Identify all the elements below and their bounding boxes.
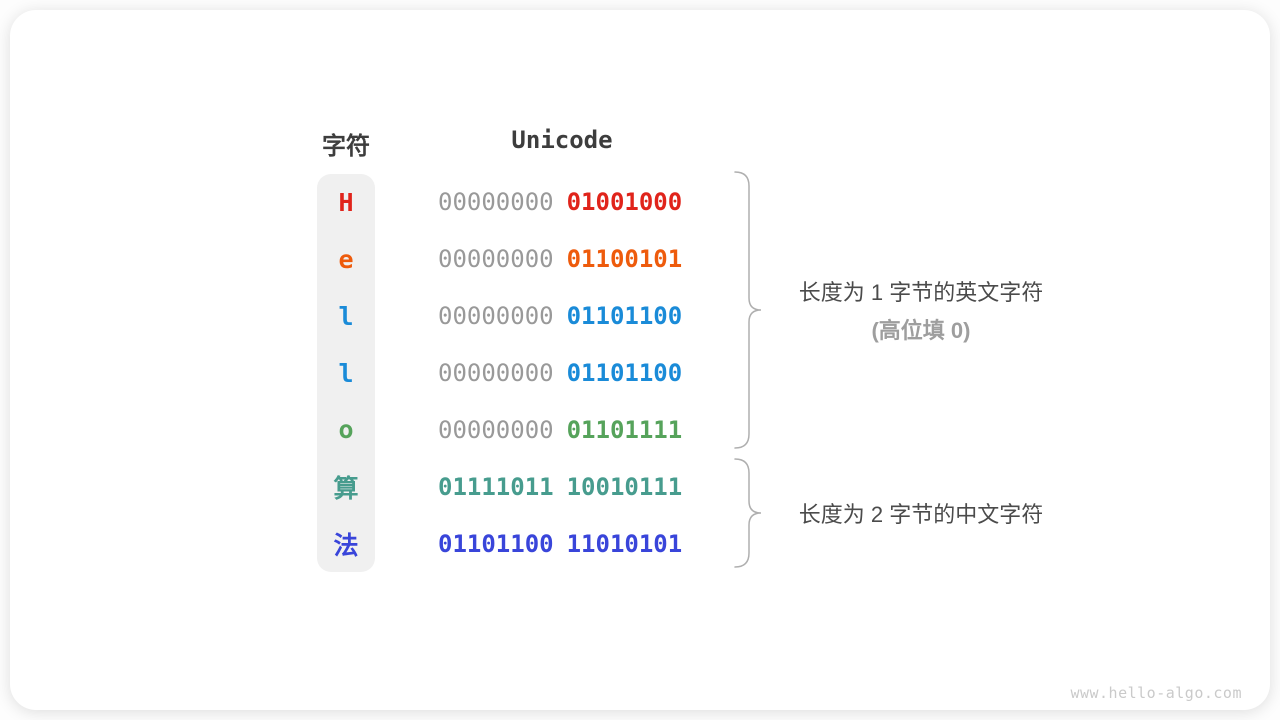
char-glyph: 算 bbox=[333, 473, 359, 503]
char-cell: e bbox=[317, 231, 375, 288]
binary-row: 00000000 01100101 bbox=[438, 231, 694, 288]
high-byte: 01101100 bbox=[438, 529, 554, 558]
diagram-card: 字符 Unicode H e l l o 算 法 00000000 010010… bbox=[10, 10, 1270, 710]
high-byte: 00000000 bbox=[438, 302, 554, 331]
binary-row: 00000000 01101100 bbox=[438, 288, 694, 345]
char-cell: 法 bbox=[317, 515, 375, 572]
english-group-label-line1: 长度为 1 字节的英文字符 bbox=[798, 280, 1044, 305]
char-cell: o bbox=[317, 401, 375, 458]
unicode-column-header: Unicode bbox=[511, 126, 613, 154]
char-glyph: l bbox=[338, 301, 354, 331]
high-byte: 01111011 bbox=[438, 472, 554, 501]
binary-row: 00000000 01101100 bbox=[438, 345, 694, 402]
char-cell: 算 bbox=[317, 458, 375, 515]
watermark: www.hello-algo.com bbox=[1070, 684, 1242, 702]
high-byte: 00000000 bbox=[438, 245, 554, 274]
low-byte: 11010101 bbox=[566, 529, 683, 558]
low-byte: 10010111 bbox=[566, 472, 683, 501]
binary-row: 01111011 10010111 bbox=[438, 458, 694, 515]
brace-english-group-icon bbox=[734, 171, 762, 449]
high-byte: 00000000 bbox=[438, 415, 554, 444]
low-byte: 01100101 bbox=[566, 245, 683, 274]
high-byte: 00000000 bbox=[438, 359, 554, 387]
binary-row: 00000000 01001000 bbox=[438, 174, 694, 231]
char-cell: l bbox=[317, 345, 375, 402]
binary-row: 01101100 11010101 bbox=[438, 515, 694, 572]
english-group-label: 长度为 1 字节的英文字符 (高位填 0) bbox=[766, 274, 1076, 350]
char-glyph: l bbox=[338, 358, 354, 388]
char-column-header: 字符 bbox=[322, 133, 370, 160]
char-glyph: H bbox=[338, 187, 354, 217]
low-byte: 01101100 bbox=[566, 302, 683, 331]
low-byte: 01001000 bbox=[566, 188, 683, 217]
char-glyph: e bbox=[338, 244, 354, 274]
binary-row: 00000000 01101111 bbox=[438, 401, 694, 458]
high-byte: 00000000 bbox=[438, 188, 554, 217]
low-byte: 01101100 bbox=[566, 359, 683, 387]
english-group-label-line2: (高位填 0) bbox=[871, 318, 971, 343]
chinese-group-label-line1: 长度为 2 字节的中文字符 bbox=[798, 502, 1044, 527]
character-column: H e l l o 算 法 bbox=[317, 174, 375, 572]
char-cell: H bbox=[317, 174, 375, 231]
char-cell: l bbox=[317, 288, 375, 345]
char-glyph: o bbox=[338, 415, 354, 445]
chinese-group-label: 长度为 2 字节的中文字符 bbox=[766, 496, 1076, 534]
char-glyph: 法 bbox=[333, 530, 359, 560]
unicode-binary-column: 00000000 01001000 00000000 01100101 0000… bbox=[438, 174, 694, 572]
brace-chinese-group-icon bbox=[734, 458, 762, 568]
low-byte: 01101111 bbox=[566, 415, 683, 444]
